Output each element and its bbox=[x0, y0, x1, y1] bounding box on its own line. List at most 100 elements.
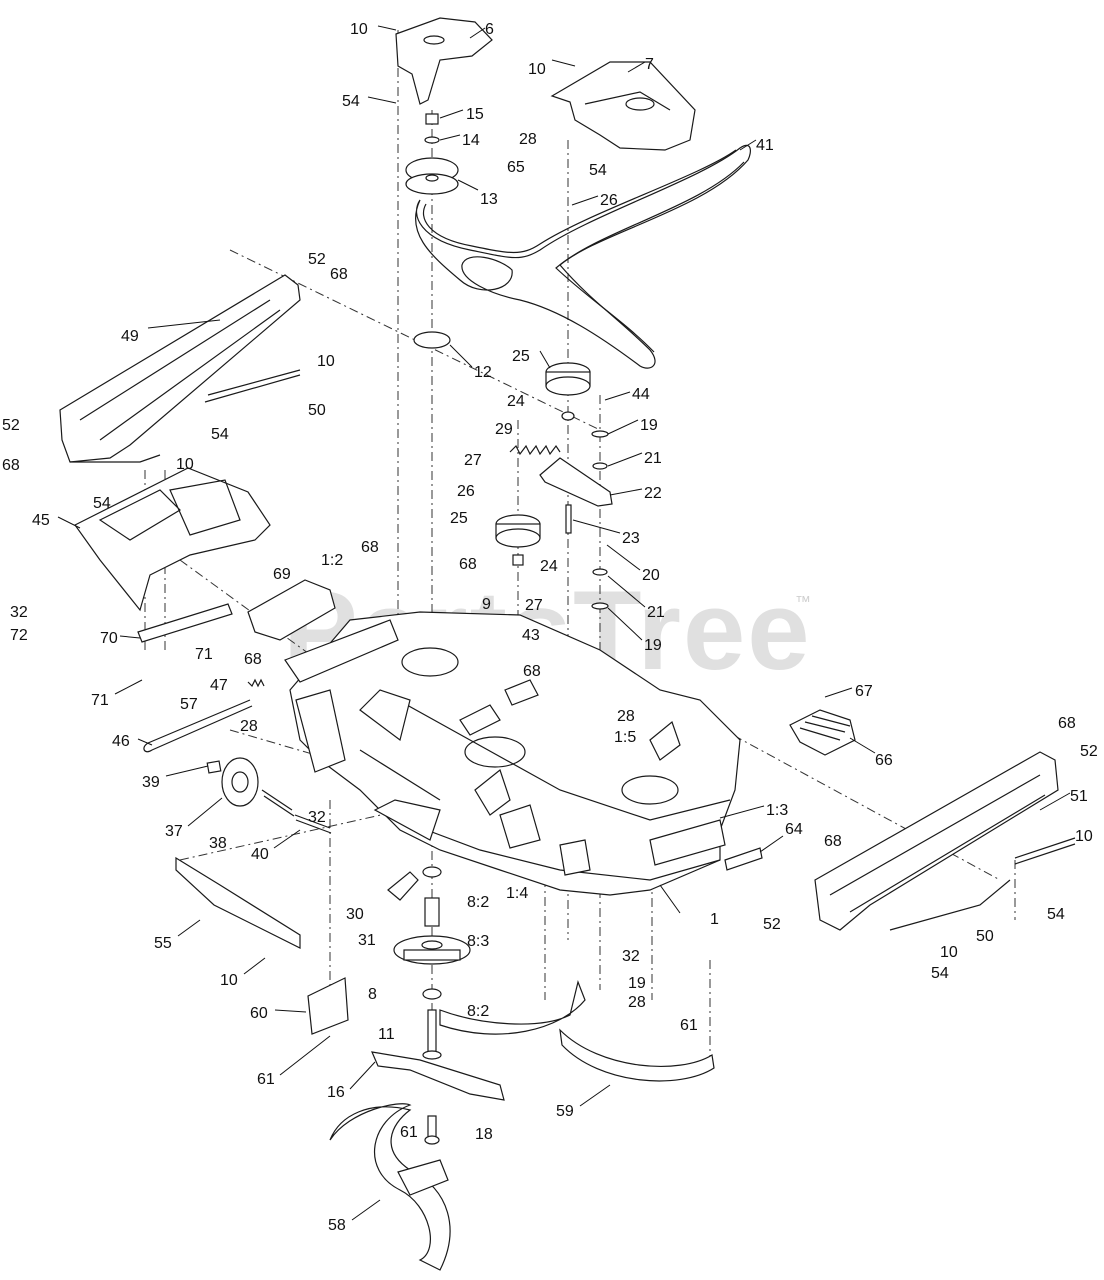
callout-label: 15 bbox=[466, 106, 484, 123]
callout-label: 45 bbox=[32, 512, 50, 529]
callout-label: 30 bbox=[346, 906, 364, 923]
callout-label: 11 bbox=[378, 1026, 395, 1043]
callout-label: 19 bbox=[628, 975, 646, 992]
baffle-part-59 bbox=[439, 980, 715, 1082]
callout-label: 70 bbox=[100, 630, 118, 647]
callout-label: 54 bbox=[93, 495, 111, 512]
callout-label: 61 bbox=[400, 1124, 418, 1141]
callout-label: 68 bbox=[2, 457, 20, 474]
callout-label: 26 bbox=[457, 483, 475, 500]
gauge-wheel-part-37 bbox=[206, 757, 259, 807]
decal-part-64 bbox=[724, 847, 763, 871]
spring-part-47 bbox=[247, 678, 265, 688]
callout-label: 61 bbox=[257, 1071, 275, 1088]
callout-label: 71 bbox=[91, 692, 109, 709]
callout-label: 68 bbox=[1058, 715, 1076, 732]
bracket-part-69 bbox=[247, 579, 336, 641]
rod-part-46 bbox=[143, 699, 253, 753]
assembly-centerlines bbox=[144, 30, 1016, 1060]
callout-label: 29 bbox=[495, 421, 513, 438]
callout-label: 50 bbox=[308, 402, 326, 419]
callout-label: 32 bbox=[10, 604, 28, 621]
callout-label: 55 bbox=[154, 935, 172, 952]
callout-label: 22 bbox=[644, 485, 662, 502]
callout-label: 52 bbox=[2, 417, 20, 434]
callout-label: 28 bbox=[628, 994, 646, 1011]
callout-label: 31 bbox=[358, 932, 376, 949]
trademark-symbol: ™ bbox=[795, 594, 811, 611]
callout-label: 18 bbox=[475, 1126, 493, 1143]
callout-label: 19 bbox=[644, 637, 662, 654]
callout-label: 13 bbox=[480, 191, 498, 208]
deflector-bar-part-55 bbox=[175, 856, 301, 949]
left-rod-part-50 bbox=[204, 369, 301, 403]
callout-label: 24 bbox=[540, 558, 558, 575]
callout-label: 24 bbox=[507, 393, 525, 410]
callout-label: 25 bbox=[450, 510, 468, 527]
callout-label: 60 bbox=[250, 1005, 268, 1022]
spindle-assembly-part-8 bbox=[393, 866, 471, 1060]
drive-belt-part-41 bbox=[414, 144, 751, 369]
callout-label: 71 bbox=[195, 646, 213, 663]
callout-label: 51 bbox=[1070, 788, 1088, 805]
callout-label: 28 bbox=[240, 718, 258, 735]
callout-label: 67 bbox=[855, 683, 873, 700]
callout-label: 21 bbox=[647, 604, 665, 621]
callout-label: 9 bbox=[482, 596, 491, 613]
callout-label: 10 bbox=[940, 944, 958, 961]
callout-label: 69 bbox=[273, 566, 291, 583]
callout-label: 72 bbox=[10, 627, 28, 644]
callout-label: 8:2 bbox=[467, 894, 489, 911]
callout-label: 46 bbox=[112, 733, 130, 750]
callout-label: 38 bbox=[209, 835, 227, 852]
callout-label: 1:3 bbox=[766, 802, 788, 819]
callout-label: 68 bbox=[361, 539, 379, 556]
callout-label: 1:2 bbox=[321, 552, 343, 569]
callout-label: 68 bbox=[330, 266, 348, 283]
spring-part-29 bbox=[509, 444, 561, 456]
callout-label: 65 bbox=[507, 159, 525, 176]
left-belt-cover-part-6 bbox=[395, 17, 493, 105]
callout-label: 10 bbox=[528, 61, 546, 78]
rear-bracket-assembly bbox=[284, 619, 441, 841]
callout-label: 26 bbox=[600, 192, 618, 209]
idler-arm-part-22 bbox=[539, 457, 613, 507]
callout-label: 49 bbox=[121, 328, 139, 345]
right-belt-cover-part-7 bbox=[550, 61, 696, 151]
callout-label: 59 bbox=[556, 1103, 574, 1120]
callout-label: 54 bbox=[211, 426, 229, 443]
callout-label: 57 bbox=[180, 696, 198, 713]
callout-label: 41 bbox=[756, 137, 774, 154]
bracket-part-30 bbox=[387, 871, 419, 901]
callout-label: 28 bbox=[617, 708, 635, 725]
callout-label: 43 bbox=[522, 627, 540, 644]
callout-label: 54 bbox=[342, 93, 360, 110]
baffle-plate-part-60 bbox=[307, 977, 349, 1035]
callout-label: 6 bbox=[485, 21, 494, 38]
callout-label: 68 bbox=[824, 833, 842, 850]
callout-label: 32 bbox=[622, 948, 640, 965]
callout-label: 52 bbox=[763, 916, 781, 933]
right-side-shield-part-51 bbox=[814, 751, 1059, 931]
baffle-part-58 bbox=[329, 1103, 451, 1271]
callout-label: 20 bbox=[642, 567, 660, 584]
callout-label: 61 bbox=[680, 1017, 698, 1034]
axle-part-38 bbox=[261, 789, 295, 817]
callout-label: 50 bbox=[976, 928, 994, 945]
callout-label: 10 bbox=[220, 972, 238, 989]
callout-label: 54 bbox=[589, 162, 607, 179]
callout-label: 40 bbox=[251, 846, 269, 863]
callout-label: 10 bbox=[350, 21, 368, 38]
callout-label: 10 bbox=[1075, 828, 1093, 845]
callout-label: 37 bbox=[165, 823, 183, 840]
hardware-stack-right bbox=[565, 430, 609, 610]
callout-label: 28 bbox=[519, 131, 537, 148]
callout-label: 68 bbox=[459, 556, 477, 573]
callout-label: 8:3 bbox=[467, 933, 489, 950]
left-side-shield-part-49 bbox=[59, 274, 301, 463]
callout-label: 8:2 bbox=[467, 1003, 489, 1020]
callout-label: 54 bbox=[931, 965, 949, 982]
callout-label: 21 bbox=[644, 450, 662, 467]
